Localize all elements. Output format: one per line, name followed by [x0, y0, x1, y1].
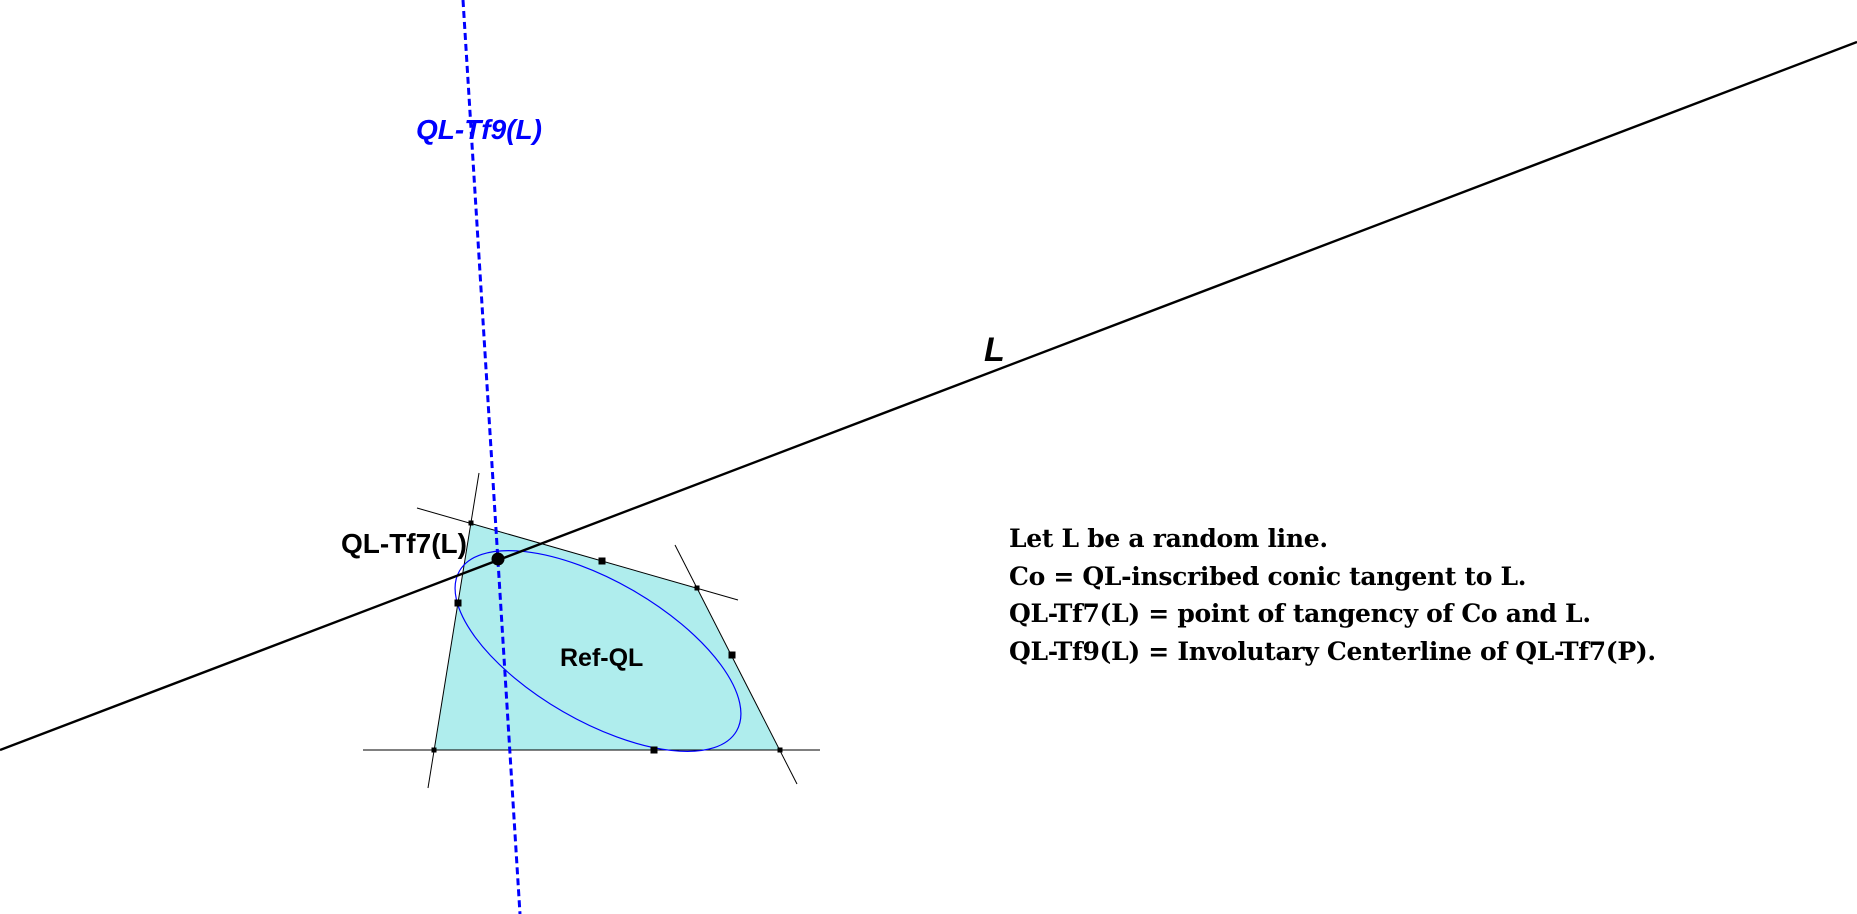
description-line-1: Let L be a random line.	[1009, 524, 1328, 553]
tangent-point-ql-tf7	[491, 552, 505, 566]
centerline-label: QL-Tf9(L)	[416, 114, 542, 145]
ref-ql-side-line-3	[674, 544, 798, 785]
description-line-3: QL-Tf7(L) = point of tangency of Co and …	[1009, 599, 1591, 628]
vertex-marker-3	[777, 747, 783, 753]
line-L-label: L	[984, 331, 1005, 369]
tangency-marker-3	[728, 651, 736, 659]
ref-ql-quadrilateral	[434, 523, 780, 750]
tangency-point-markers	[454, 557, 736, 754]
tangent-point-label: QL-Tf7(L)	[341, 528, 467, 559]
tangency-marker-1	[598, 557, 606, 565]
vertex-marker-4	[431, 747, 437, 753]
description-line-4: QL-Tf9(L) = Involutary Centerline of QL-…	[1009, 636, 1656, 666]
centerline-ql-tf9	[461, 0, 522, 914]
vertex-marker-1	[468, 520, 474, 526]
description-block: Let L be a random line. Co = QL-inscribe…	[1009, 522, 1656, 672]
ref-ql-label: Ref-QL	[560, 644, 644, 672]
inscribed-conic-co	[454, 550, 742, 752]
description-line-2: Co = QL-inscribed conic tangent to L.	[1009, 561, 1527, 591]
line-L	[0, 40, 1857, 752]
quad-vertex-markers	[431, 520, 783, 753]
vertex-marker-2	[694, 585, 700, 591]
tangency-marker-2	[454, 599, 462, 607]
tangency-marker-4	[650, 746, 658, 754]
